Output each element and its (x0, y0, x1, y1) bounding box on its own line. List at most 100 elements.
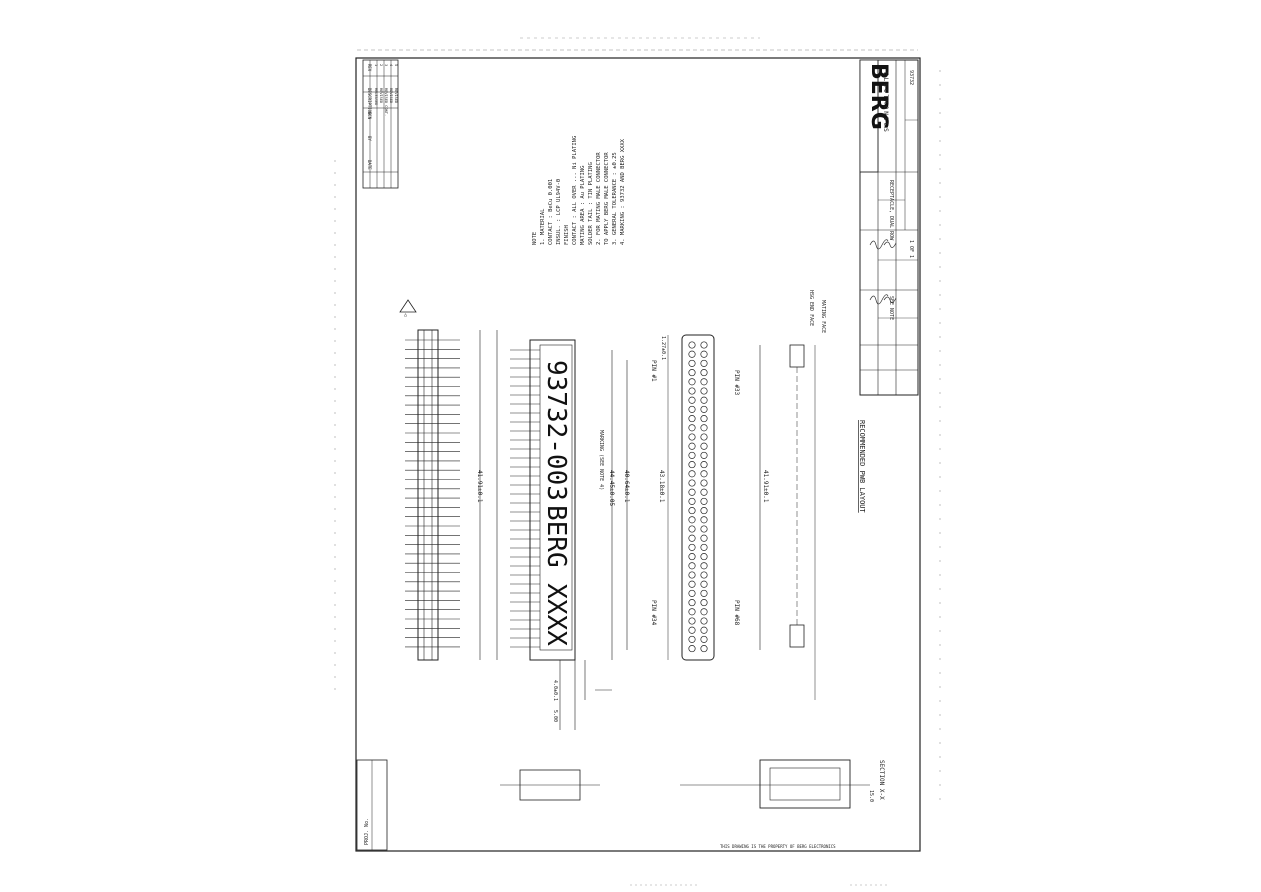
front-view: 93732-003 BERG XXXX 41.91±0.1 44.45±0.05… (476, 330, 630, 730)
pin-hole (700, 396, 708, 404)
pin-hole (688, 350, 696, 358)
dim-height: 4.0±0.1 (552, 680, 558, 701)
pin-hole (688, 497, 696, 505)
pin-hole (700, 415, 708, 423)
pin-hole (688, 635, 696, 643)
part-number-stamp: 93732-003 (541, 360, 571, 501)
pin-hole (700, 461, 708, 469)
pin-hole (700, 497, 708, 505)
pin-hole (688, 488, 696, 496)
pin-hole (688, 341, 696, 349)
pin-hole (700, 369, 708, 377)
rev-cell: 4 (389, 64, 393, 66)
pin-hole (688, 470, 696, 478)
rev-cell: 5 (394, 64, 398, 66)
side-view: △ (399, 299, 460, 661)
rev-header: REV (367, 64, 372, 72)
pin-hole (700, 645, 708, 653)
label-pin34: PIN #34 (650, 600, 657, 626)
pin-hole (700, 599, 708, 607)
pin-hole (700, 442, 708, 450)
pin-hole (688, 599, 696, 607)
rev-header: DESCRIPTION (367, 88, 372, 115)
rev-header: BY (367, 136, 372, 141)
pin-hole (688, 516, 696, 524)
pin-hole (700, 341, 708, 349)
hsg-end-face: HSG END FACE (808, 290, 814, 326)
pin-hole (688, 442, 696, 450)
berg-logo: BERG (866, 63, 891, 130)
note-line: 4. MARKING : 93732 AND BERG XXXX (620, 138, 626, 245)
marking-note: MARKING (SEE NOTE 4) (598, 430, 604, 490)
pin-hole (700, 479, 708, 487)
pin-layout-view: PIN #1 PIN #33 PIN #34 PIN #68 43.18±0.1… (650, 334, 740, 661)
note-line: NOTE (532, 232, 538, 245)
note-line: CONTACT : BeCu 0.001 (548, 179, 554, 245)
pin-hole (688, 378, 696, 386)
note-line: 2. FOR MATING MALE CONNECTOR (596, 152, 602, 245)
pin-hole (700, 617, 708, 625)
pin-hole (688, 608, 696, 616)
rev-cell: REVISED CONT. (384, 88, 388, 116)
rev-header: ECN (367, 112, 372, 120)
pin-hole (700, 424, 708, 432)
pin-hole (688, 369, 696, 377)
dim-overall: 41.91±0.1 (476, 470, 483, 503)
pin-hole (700, 387, 708, 395)
dim-end-view: 41.91±0.1 (762, 470, 769, 503)
pin-hole (700, 580, 708, 588)
section-label: SECTION X-X (878, 760, 885, 800)
note-line: MATING AREA : Au PLATING (580, 166, 586, 245)
proj-label: PROJ. No. (364, 818, 370, 845)
drawing-border (355, 57, 921, 852)
note-line: TO APPLY BERG MALE CONNECTOR (604, 152, 610, 245)
note-line: 3. GENERAL TOLERANCE : ±0.25 (612, 152, 618, 245)
note-line: INSUL. : LCP UL94V-0 (556, 179, 562, 245)
pin-hole (700, 516, 708, 524)
pin-hole (688, 387, 696, 395)
pin-hole (688, 359, 696, 367)
dim-width: 44.45±0.05 (608, 470, 615, 507)
rev-cell: RELEASED (374, 88, 378, 105)
pin-hole (700, 470, 708, 478)
dim-base: 5.00 (552, 710, 558, 722)
pin-hole (700, 608, 708, 616)
dim-pitch: 43.18±0.1 (658, 470, 665, 503)
label-pin68: PIN #68 (733, 600, 740, 626)
pin-hole (688, 461, 696, 469)
pin-hole (700, 350, 708, 358)
recommended-layout-label: RECOMMENDED PWB LAYOUT (858, 420, 866, 514)
pin-hole (688, 571, 696, 579)
label-pin1: PIN #1 (650, 360, 657, 382)
pin-hole (688, 479, 696, 487)
rev-cell: 2 (379, 64, 383, 66)
scan-noise (334, 37, 941, 886)
dim-pin-pitch: 1.27±0.1 (660, 336, 666, 360)
pin-hole (700, 359, 708, 367)
pin-hole (688, 626, 696, 634)
pin-hole (700, 534, 708, 542)
label-pin33: PIN #33 (733, 370, 740, 396)
pin-hole (700, 571, 708, 579)
pin-hole (700, 378, 708, 386)
pin-hole (688, 589, 696, 597)
end-view: 41.91±0.1 HSG END FACE MATING FACE (759, 290, 826, 700)
company-sub: ELECTRONICS (882, 72, 889, 134)
note-line: 1. MATERIAL (540, 208, 546, 245)
mating-face: MATING FACE (820, 300, 826, 333)
copyright: THIS DRAWING IS THE PROPERTY OF BERG ELE… (720, 844, 836, 849)
pin-hole (700, 543, 708, 551)
dim-section: 15.0 (868, 790, 874, 802)
pin-hole (688, 525, 696, 533)
side-view-callout: △ (404, 312, 407, 318)
pin-hole (700, 525, 708, 533)
pin-hole (688, 617, 696, 625)
rev-cell: 3 (384, 64, 388, 66)
note-line: CONTACT : ALL OVER ... Ni PLATING (572, 136, 578, 245)
title-sheet: 1 OF 1 (908, 240, 914, 258)
note-line: FINISH (564, 225, 570, 245)
pin-hole (700, 451, 708, 459)
